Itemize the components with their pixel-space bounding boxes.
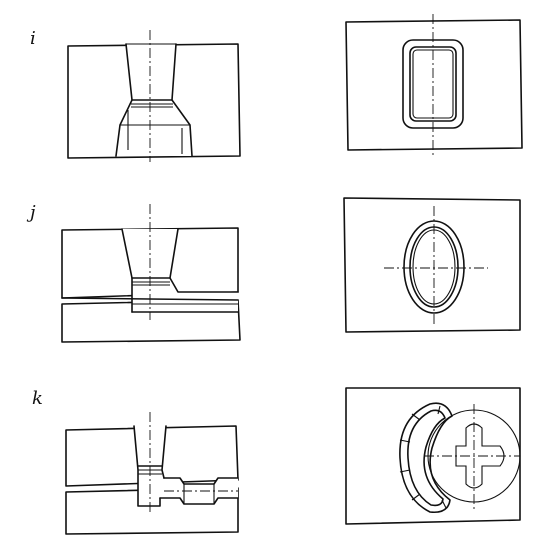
mold-block-i: [67, 43, 241, 159]
kidney-opening-inner-k: [407, 409, 446, 507]
row-j: j: [26, 197, 521, 343]
row-k: k: [32, 387, 521, 535]
cross-runner-k: [455, 423, 505, 489]
row-label-j: j: [26, 202, 36, 223]
top-view-j: [343, 197, 521, 333]
runner-top-k: [163, 477, 239, 485]
row-label-i: i: [30, 28, 36, 49]
top-view-k: [345, 387, 521, 525]
runner-bottom-k: [159, 497, 239, 505]
row-i: i: [30, 14, 523, 162]
plate-i: [345, 19, 523, 151]
kidney-opening-outer-k: [399, 402, 453, 514]
plate-j: [343, 197, 521, 333]
cavity-outline-i: [115, 43, 193, 157]
section-view-j: [61, 204, 241, 343]
row-label-k: k: [32, 388, 43, 409]
top-view-i: [345, 14, 523, 158]
section-view-i: [67, 30, 241, 162]
section-view-k: [65, 412, 239, 535]
